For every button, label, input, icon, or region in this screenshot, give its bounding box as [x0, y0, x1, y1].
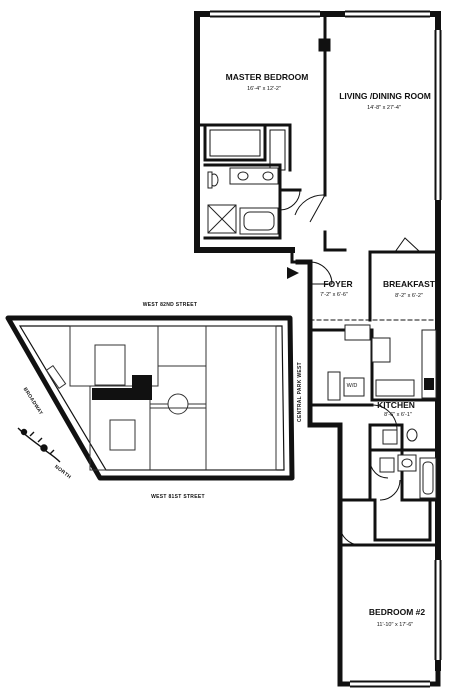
- master-bedroom-label: MASTER BEDROOM: [226, 72, 309, 82]
- doors: [279, 189, 421, 546]
- breakfast-dims: 8'-2" x 6'-2": [395, 293, 423, 299]
- washer-dryer-label: W/D: [347, 383, 358, 389]
- bedroom2-label: BEDROOM #2: [369, 607, 425, 617]
- unit-highlight: [92, 388, 132, 400]
- kitchen-label: KITCHEN: [377, 400, 415, 410]
- street-south: WEST 81ST STREET: [151, 494, 205, 500]
- interior-walls: [198, 14, 440, 547]
- breakfast-label: BREAKFAST: [383, 279, 436, 289]
- street-east: CENTRAL PARK WEST: [297, 362, 303, 422]
- street-north: WEST 82ND STREET: [143, 302, 198, 308]
- bedroom2-dims: 11'-10" x 17'-6": [377, 622, 414, 628]
- street-west: BROADWAY: [22, 387, 44, 417]
- master-bedroom-dims: 16'-4" x 12'-2": [247, 86, 281, 92]
- living-dining-label: LIVING /DINING ROOM: [339, 91, 431, 101]
- north-label: NORTH: [53, 464, 72, 481]
- north-arrow-icon: [17, 427, 61, 463]
- exterior-walls: [194, 11, 441, 687]
- bath-fixtures: [207, 129, 437, 499]
- foyer-dims: 7'-2" x 6'-6": [320, 292, 348, 298]
- foyer-label: FOYER: [323, 279, 352, 289]
- living-dining-dims: 14'-8" x 27'-4": [367, 105, 401, 111]
- site-map: WEST 82ND STREET WEST 81ST STREET CENTRA…: [5, 302, 303, 500]
- windows: [210, 10, 442, 688]
- entry-arrow-icon: [287, 267, 299, 279]
- kitchen-dims: 8'-6" x 6'-1": [384, 412, 412, 418]
